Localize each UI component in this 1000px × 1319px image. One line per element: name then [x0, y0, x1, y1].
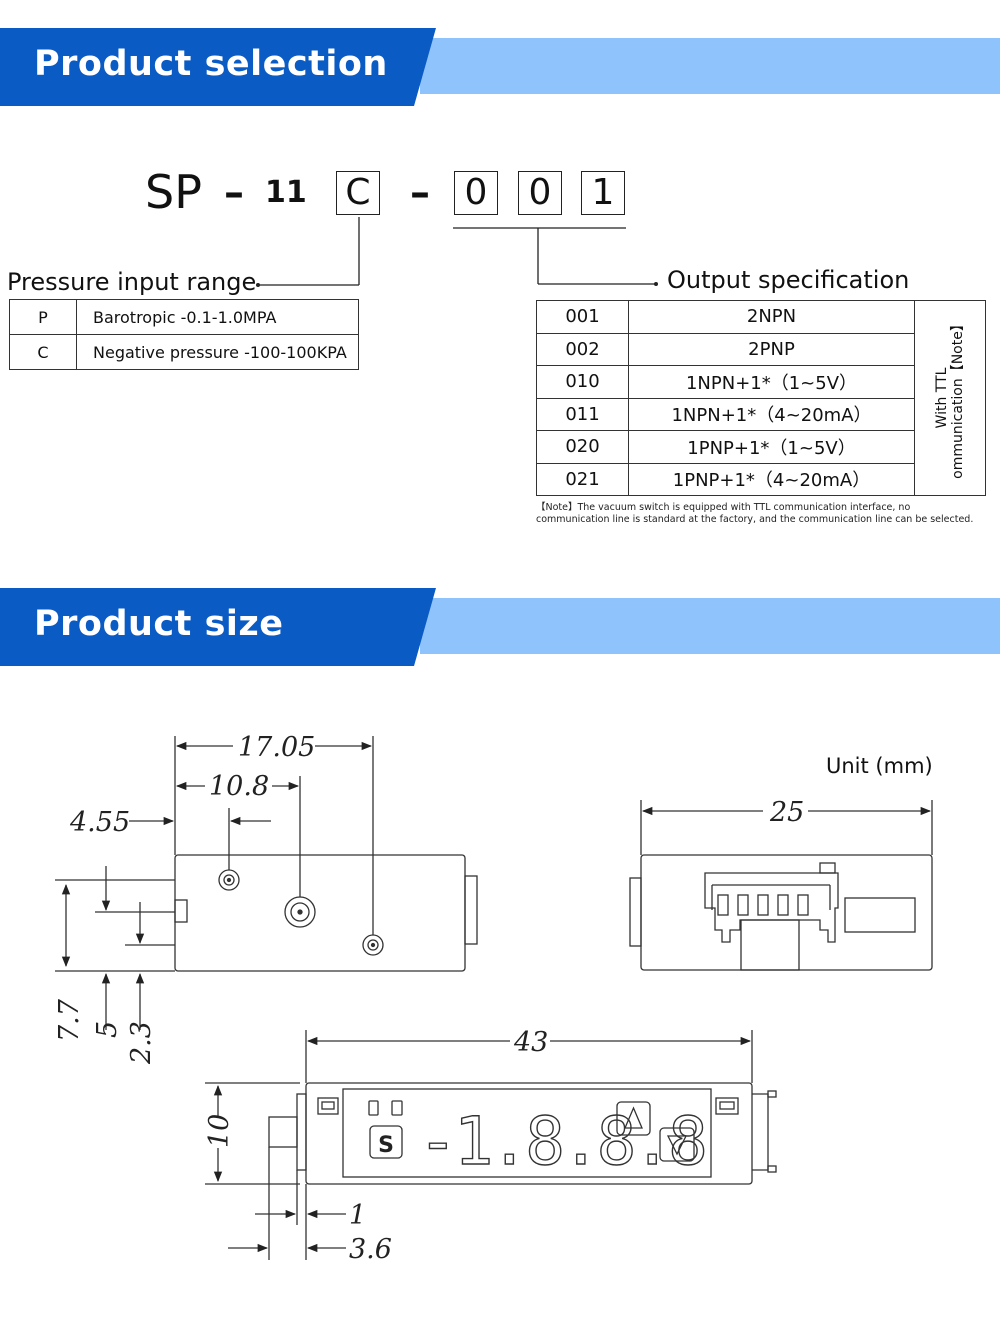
ttl-note-line-1: With TTL [934, 367, 950, 429]
banner-shape [0, 588, 1000, 666]
range-code-cell: P [9, 299, 77, 335]
pressure-range-label: Pressure input range [7, 268, 257, 296]
output-desc-cell: 2NPN [628, 300, 915, 334]
range-desc-cell: Barotropic -0.1-1.0MPA [76, 299, 359, 335]
unit-label: Unit (mm) [826, 754, 933, 778]
top-view-body [174, 854, 466, 972]
section-title: Product selection [34, 44, 388, 84]
dim-3-6: 3.6 [349, 1234, 392, 1265]
s-button-label: S [378, 1133, 394, 1158]
output-desc-cell: 1PNP+1*（1~5V） [628, 430, 915, 464]
output-desc-cell: 1NPN+1*（4~20mA） [628, 397, 915, 431]
table-row: C Negative pressure -100-100KPA [9, 334, 359, 370]
output-code-cell: 001 [536, 300, 629, 334]
output-digit-box-1: 0 [454, 171, 498, 215]
table-row: 001 2NPN With TTL ommunication【Note】 [536, 300, 986, 496]
up-button [616, 1101, 651, 1136]
dim-5: 5 [92, 1021, 123, 1038]
banner-shape [0, 28, 1000, 106]
product-selection-banner: Product selection [0, 28, 1000, 106]
output-digit-box-3: 1 [581, 171, 625, 215]
table-row: P Barotropic -0.1-1.0MPA [9, 299, 359, 335]
output-spec-table: 001 2NPN With TTL ommunication【Note】 002… [536, 300, 986, 496]
output-code-cell: 002 [536, 332, 629, 366]
code-dash-2: – [410, 170, 430, 216]
output-desc-cell: 1NPN+1*（1~5V） [628, 365, 915, 399]
dim-17-05: 17.05 [238, 732, 315, 763]
display-digits: -1.8.8.8 [418, 1103, 704, 1180]
dim-7-7: 7.7 [54, 998, 85, 1042]
range-desc-cell: Negative pressure -100-100KPA [76, 334, 359, 370]
pressure-range-table: P Barotropic -0.1-1.0MPA C Negative pres… [9, 299, 359, 370]
dim-10-8: 10.8 [209, 771, 269, 802]
dim-1: 1 [349, 1200, 366, 1231]
dimension-drawing: S -1.8.8.8 17.05 10.8 4.55 7.7 5 2.3 25 … [54, 732, 933, 1265]
output-spec-label: Output specification [667, 266, 910, 294]
ttl-note-line-2: ommunication【Note】 [950, 317, 966, 479]
table-row: 011 1NPN+1*（4~20mA） [536, 397, 986, 431]
range-code-cell: C [9, 334, 77, 370]
table-row: 021 1PNP+1*（4~20mA） [536, 462, 986, 496]
output-footnote: 【Note】The vacuum switch is equipped with… [536, 502, 974, 525]
output-code-cell: 021 [536, 462, 629, 496]
dim-25: 25 [769, 797, 804, 828]
model-prefix: SP [145, 165, 202, 219]
s-button [369, 1125, 403, 1159]
dim-10: 10 [204, 1114, 235, 1148]
dim-43: 43 [513, 1027, 548, 1058]
section-title: Product size [34, 604, 284, 644]
output-digit-box-2: 0 [518, 171, 562, 215]
output-code-cell: 010 [536, 365, 629, 399]
display-panel [342, 1088, 712, 1178]
top-view-connector [464, 875, 478, 945]
ttl-note-cell: With TTL ommunication【Note】 [914, 300, 986, 496]
side-view-body [640, 854, 933, 971]
output-desc-cell: 2PNP [628, 332, 915, 366]
range-code-box: C [336, 171, 380, 215]
top-view-tab [174, 899, 188, 923]
output-code-cell: 020 [536, 430, 629, 464]
down-button [659, 1127, 695, 1162]
model-series: 11 [265, 175, 307, 210]
output-desc-cell: 1PNP+1*（4~20mA） [628, 462, 915, 496]
code-dash-1: – [224, 170, 244, 216]
output-code-cell: 011 [536, 397, 629, 431]
dim-2-3: 2.3 [126, 1021, 157, 1065]
dim-4-55: 4.55 [69, 807, 130, 838]
code-connector-lines [256, 217, 658, 287]
product-size-banner: Product size [0, 588, 1000, 666]
